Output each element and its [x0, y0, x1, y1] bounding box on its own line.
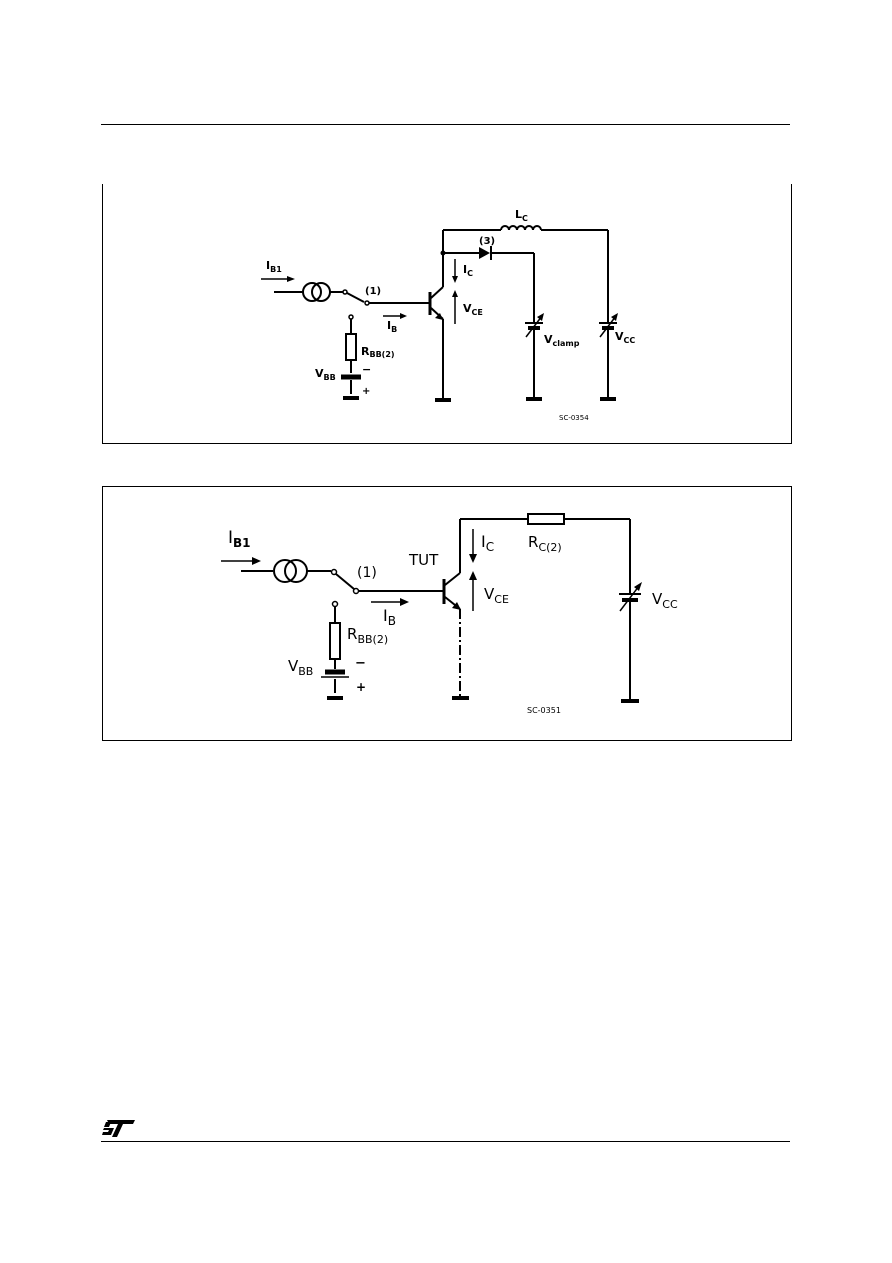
- label-tut: TUT: [408, 551, 439, 569]
- vclamp-source: [525, 253, 544, 401]
- label-plus: +: [362, 386, 370, 397]
- label-ib: IB: [387, 319, 397, 334]
- figure-2-schematic: IB1 (1) TUT IB RBB(2) VBB − + IC VCE RC(…: [221, 513, 678, 715]
- vce-arrow: [469, 571, 477, 611]
- label-plus: +: [356, 680, 366, 694]
- ib-arrow: [383, 313, 407, 319]
- vbb-battery: [321, 669, 349, 700]
- header-rule: [101, 124, 790, 125]
- st-logo: [102, 1120, 135, 1137]
- transistor: [442, 572, 461, 610]
- figure-1-frame: IB1 (1) IB RBB(2) VBB − + IC VCE LC (3) …: [102, 184, 792, 444]
- label-node-1: (1): [357, 565, 377, 581]
- inductor-lc: [500, 225, 542, 231]
- current-source: [274, 282, 343, 302]
- label-rbb: RBB(2): [361, 345, 395, 359]
- label-ib: IB: [383, 606, 396, 628]
- ic-arrow: [452, 259, 458, 283]
- ib1-arrow: [261, 276, 295, 282]
- rc-resistor: [527, 513, 565, 525]
- label-diode: (3): [479, 236, 495, 247]
- label-vcc: VCC: [652, 590, 678, 611]
- label-lc: LC: [515, 208, 528, 223]
- label-vce: VCE: [484, 585, 509, 606]
- vbb-battery: [341, 374, 361, 400]
- label-ic: IC: [481, 532, 494, 554]
- vcc-source: [599, 230, 618, 401]
- switch-1: [330, 568, 360, 608]
- label-vclamp: Vclamp: [544, 333, 580, 348]
- vcc-source: [619, 519, 642, 703]
- label-ib1: IB1: [228, 528, 251, 550]
- label-vbb: VBB: [288, 657, 313, 678]
- label-ib1: IB1: [266, 259, 282, 274]
- label-vcc: VCC: [615, 330, 635, 345]
- transistor: [428, 286, 444, 320]
- label-rc: RC(2): [528, 533, 562, 554]
- current-source: [241, 559, 331, 583]
- label-rbb: RBB(2): [347, 625, 388, 646]
- rbb-resistor: [329, 607, 341, 669]
- ib1-arrow: [221, 557, 261, 565]
- rbb-resistor: [345, 319, 357, 373]
- label-vce: VCE: [463, 302, 483, 317]
- figure-2-frame: IB1 (1) TUT IB RBB(2) VBB − + IC VCE RC(…: [102, 486, 792, 741]
- ic-arrow: [469, 529, 477, 563]
- footer-rule: [101, 1141, 790, 1142]
- label-minus: −: [355, 656, 366, 671]
- label-vbb: VBB: [315, 367, 336, 382]
- figure-1-schematic: IB1 (1) IB RBB(2) VBB − + IC VCE LC (3) …: [261, 208, 635, 422]
- label-ic: IC: [463, 263, 473, 278]
- diode: [479, 246, 492, 260]
- vce-arrow: [452, 290, 458, 324]
- label-node-1: (1): [365, 286, 381, 297]
- figure-code: SC-0351: [527, 706, 561, 715]
- ib-arrow: [371, 598, 409, 606]
- label-minus: −: [362, 363, 371, 376]
- figure-code: SC-0354: [559, 414, 589, 422]
